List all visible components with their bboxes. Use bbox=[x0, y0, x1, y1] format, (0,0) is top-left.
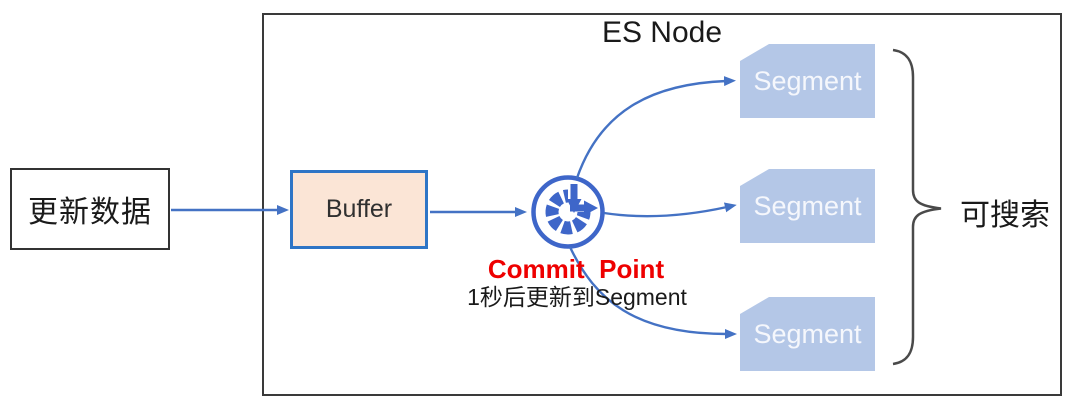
segment-box-3: Segment bbox=[740, 297, 875, 371]
buffer-label: Buffer bbox=[325, 195, 393, 223]
segment-label: Segment bbox=[753, 65, 862, 96]
segment-box-1: Segment bbox=[740, 44, 875, 118]
es-node-title: ES Node bbox=[601, 16, 723, 49]
commit-point-subtitle: 1秒后更新到Segment bbox=[467, 284, 687, 310]
segment-box-2: Segment bbox=[740, 169, 875, 243]
source-data-box: 更新数据 bbox=[10, 168, 170, 250]
segment-label: Segment bbox=[753, 318, 862, 349]
source-data-label: 更新数据 bbox=[28, 196, 152, 229]
stopwatch-commit-icon bbox=[531, 175, 605, 249]
stopwatch-right-arrow bbox=[570, 200, 598, 216]
buffer-box: Buffer bbox=[290, 170, 428, 249]
segment-label: Segment bbox=[753, 190, 862, 221]
searchable-label: 可搜索 bbox=[960, 199, 1050, 232]
